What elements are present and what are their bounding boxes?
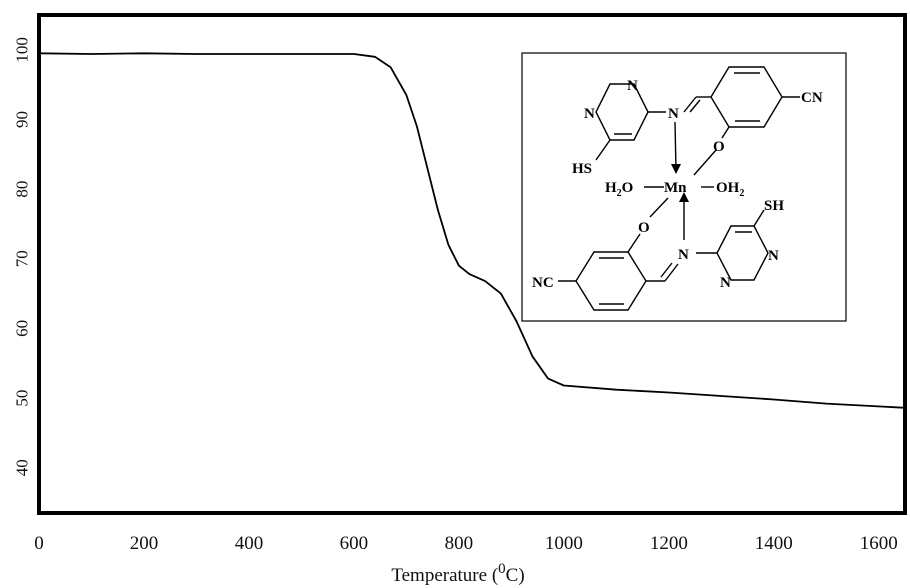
label-pyrimidine-n-top-1: N [627,78,638,94]
label-nc-bottom: NC [532,275,554,291]
x-tick-label: 800 [445,533,474,554]
upper-ring-to-o-bond [721,126,730,139]
lower-pyrimidine-to-sh-bond [753,209,765,227]
label-mn: Mn [664,180,687,196]
label-pyrimidine-n-top-2: N [584,106,595,122]
label-h2o-left: H2O [605,180,633,199]
y-tick-label: 70 [13,250,32,267]
x-tick-label: 1200 [650,533,688,554]
label-oh2-right: OH2 [716,180,744,199]
label-hs: HS [572,161,592,177]
y-axis-ticks: 40 50 60 70 80 90 100 [13,37,32,476]
label-o-bottom: O [638,220,650,236]
lower-n-to-mn-arrowhead [679,192,689,202]
plot-frame [37,13,907,515]
structure-inset: CN N N N O HS H2O Mn OH2 O N SH N N NC [521,52,847,322]
label-cn-top: CN [801,90,823,106]
label-imine-n-bottom: N [678,247,689,263]
x-tick-label: 1000 [545,533,583,554]
upper-pyrimidine-ring [595,83,649,141]
y-tick-label: 90 [13,111,32,128]
n-to-mn-arrowhead [671,164,681,174]
x-tick-label: 1400 [755,533,793,554]
x-axis-label: Temperature (0C) [391,561,524,586]
label-o-top: O [713,139,725,155]
x-tick-label: 600 [340,533,369,554]
label-pyrimidine-n-bottom-2: N [720,275,731,291]
y-tick-label: 80 [13,181,32,198]
y-tick-label: 100 [13,37,32,63]
label-sh: SH [764,198,784,214]
upper-imine-bond [683,96,697,113]
lower-ring-to-o-bond [627,233,641,253]
mn-to-lower-o-bond [649,197,669,218]
tga-curve [38,52,906,409]
upper-imine-double-bond [689,99,701,113]
n-to-mn-arrow [674,121,677,171]
x-tick-label: 200 [130,533,159,554]
x-tick-label: 1600 [860,533,898,554]
label-pyrimidine-n-bottom-1: N [768,248,779,264]
o-to-mn-bond [693,149,717,176]
y-tick-label: 60 [13,320,32,337]
y-tick-label: 40 [13,459,32,476]
upper-pyrimidine-to-sh-bond [595,139,611,161]
x-tick-label: 400 [235,533,264,554]
x-axis-ticks: 0 200 400 600 800 1000 1200 1400 1600 [34,533,898,554]
x-tick-label: 0 [34,533,44,554]
label-imine-n-top: N [668,106,679,122]
series-layer [38,52,906,409]
lower-imine-bond [664,263,679,282]
lower-imine-double-bond [660,262,673,278]
y-tick-label: 50 [13,390,32,407]
x-axis-label-superscript: 0 [498,561,506,577]
